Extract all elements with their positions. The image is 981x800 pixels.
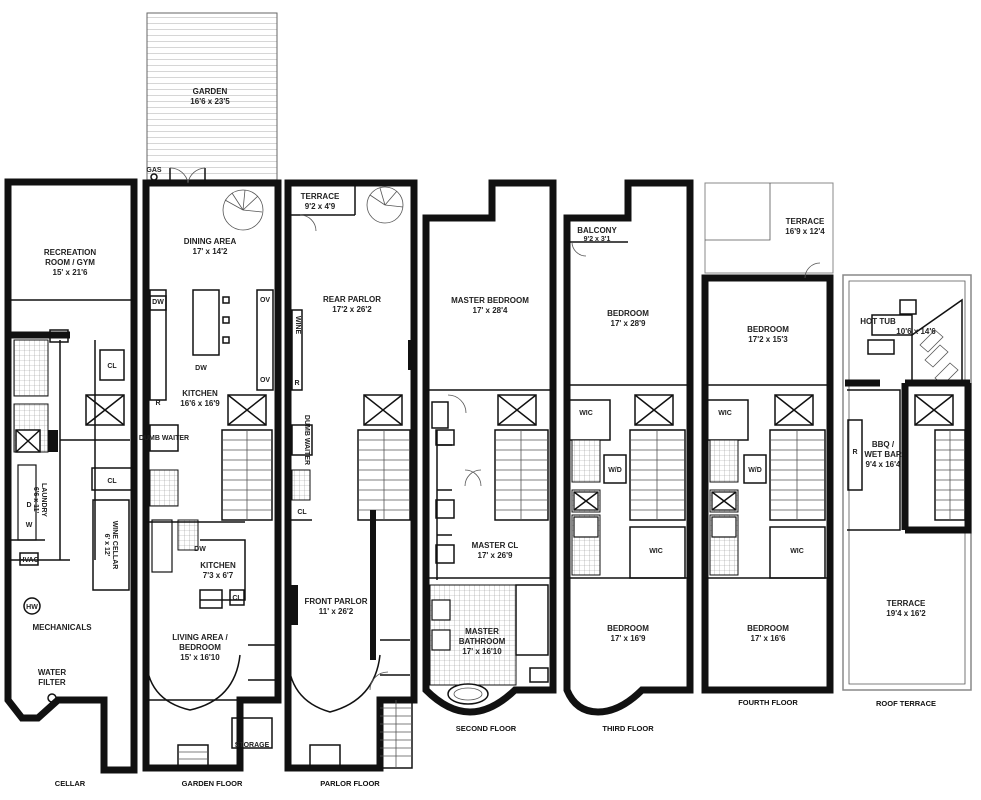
third-wd: W/D [608,467,622,474]
garden-floor-label: GARDEN FLOOR [182,779,243,788]
garden-dw3: DW [194,546,206,553]
dining-size: 17' x 14'2 [193,247,228,256]
cellar-wine-name: WINE CELLAR [111,521,118,570]
garden-name: GARDEN [193,87,228,96]
cellar-plan [4,178,138,774]
garden-floor-plan [142,12,282,772]
storage-name: STORAGE [235,742,270,749]
third-bed2-name: BEDROOM [607,624,649,633]
kitchen-name: KITCHEN [182,389,218,398]
cellar-hw: HW [26,604,38,611]
cellar-floor-label: CELLAR [55,779,86,788]
garden-ov2: OV [260,377,270,384]
parlor-floor-label: PARLOR FLOOR [320,779,380,788]
roof-hottub-name: HOT TUB [860,317,896,326]
cellar-bath-tile [13,339,49,397]
second-master-size: 17' x 28'4 [473,306,508,315]
third-wic2: WIC [649,548,663,555]
second-mbath-size: 17' x 16'10 [462,647,502,656]
second-mbath-name2: BATHROOM [459,637,506,646]
third-bed1-name: BEDROOM [607,309,649,318]
living-size: 15' x 16'10 [180,653,220,662]
third-bed1-size: 17' x 28'9 [611,319,646,328]
roof-bbq-size: 9'4 x 16'4 [866,460,901,469]
cellar-cl2: CL [107,478,117,485]
fourth-bed1-size: 17'2 x 15'3 [748,335,788,344]
cellar-laundry-size: 6'6 x 11' [32,487,39,514]
garden-cl: CL [232,595,242,602]
cellar-laundry-name: LAUNDRY [40,483,47,517]
fourth-bed2-size: 17' x 16'6 [751,634,786,643]
garden-dw2: DW [195,365,207,372]
roof-r: R [852,449,857,456]
fourth-wic2: WIC [790,548,804,555]
fourth-floor-label: FOURTH FLOOR [738,698,798,707]
front-parlor-size: 11' x 26'2 [319,607,354,616]
fourth-terrace-name: TERRACE [786,217,825,226]
fourth-wic1: WIC [718,410,732,417]
kitchen-size: 16'6 x 16'9 [180,399,220,408]
cellar-rec-name2: ROOM / GYM [45,258,95,267]
garden-size: 16'6 x 23'5 [190,97,230,106]
second-floor-plan [422,179,557,716]
cellar-hvac: HVAC [19,557,38,564]
cellar-water-name: WATER [38,668,67,677]
dining-name: DINING AREA [184,237,237,246]
fourth-floor-plan [701,182,834,694]
second-master-name: MASTER BEDROOM [451,296,529,305]
third-floor-label: THIRD FLOOR [602,724,654,733]
garden-dumb: DUMB WAITER [139,435,189,442]
parlor-terrace-size: 9'2 x 4'9 [305,202,336,211]
garden-ov: OV [260,297,270,304]
third-floor-plan [563,179,694,716]
fourth-wd: W/D [748,467,762,474]
cellar-w: W [26,522,33,529]
rear-parlor-size: 17'2 x 26'2 [332,305,372,314]
rear-parlor-name: REAR PARLOR [323,295,381,304]
kitchen2-size: 7'3 x 6'7 [203,571,234,580]
living-name: LIVING AREA / [172,633,228,642]
parlor-floor-plan [284,179,418,772]
roof-floor-label: ROOF TERRACE [876,699,936,708]
roof-terrace-name: TERRACE [887,599,926,608]
second-floor-label: SECOND FLOOR [456,724,517,733]
parlor-r: R [294,380,299,387]
fourth-bed1-name: BEDROOM [747,325,789,334]
kitchen2-name: KITCHEN [200,561,236,570]
parlor-wine: WINE [294,316,301,335]
cellar-rec-size: 15' x 21'6 [53,268,88,277]
parlor-dumb: DUMB WAITER [303,415,310,465]
parlor-terrace-name: TERRACE [301,192,340,201]
second-mbath-name: MASTER [465,627,499,636]
fourth-terrace-size: 16'9 x 12'4 [785,227,825,236]
parlor-cl: CL [297,509,307,516]
cellar-water-name2: FILTER [38,678,66,687]
garden-r: R [155,400,160,407]
roof-hottub-size: 10'6 x 14'6 [896,327,936,336]
living-name2: BEDROOM [179,643,221,652]
cellar-rec-name: RECREATION [44,248,97,257]
second-mcl-size: 17' x 26'9 [478,551,513,560]
cellar-cl1: CL [107,363,117,370]
roof-terrace-plan [842,274,972,691]
cellar-wine-size: 6' x 12' [103,534,110,557]
third-balcony-name: BALCONY [577,226,617,235]
second-mcl-name: MASTER CL [472,541,519,550]
roof-bbq-name: BBQ / [872,440,895,449]
third-balcony-size: 9'2 x 3'1 [584,236,611,243]
fourth-bed2-name: BEDROOM [747,624,789,633]
third-wic1: WIC [579,410,593,417]
roof-bbq-name2: WET BAR [864,450,902,459]
third-bed2-size: 17' x 16'9 [611,634,646,643]
roof-terrace-size: 19'4 x 16'2 [886,609,926,618]
cellar-d: D [26,502,31,509]
garden-dw: DW [152,299,164,306]
front-parlor-name: FRONT PARLOR [305,597,368,606]
garden-gas: GAS [146,167,162,174]
cellar-mech-name: MECHANICALS [32,623,92,632]
